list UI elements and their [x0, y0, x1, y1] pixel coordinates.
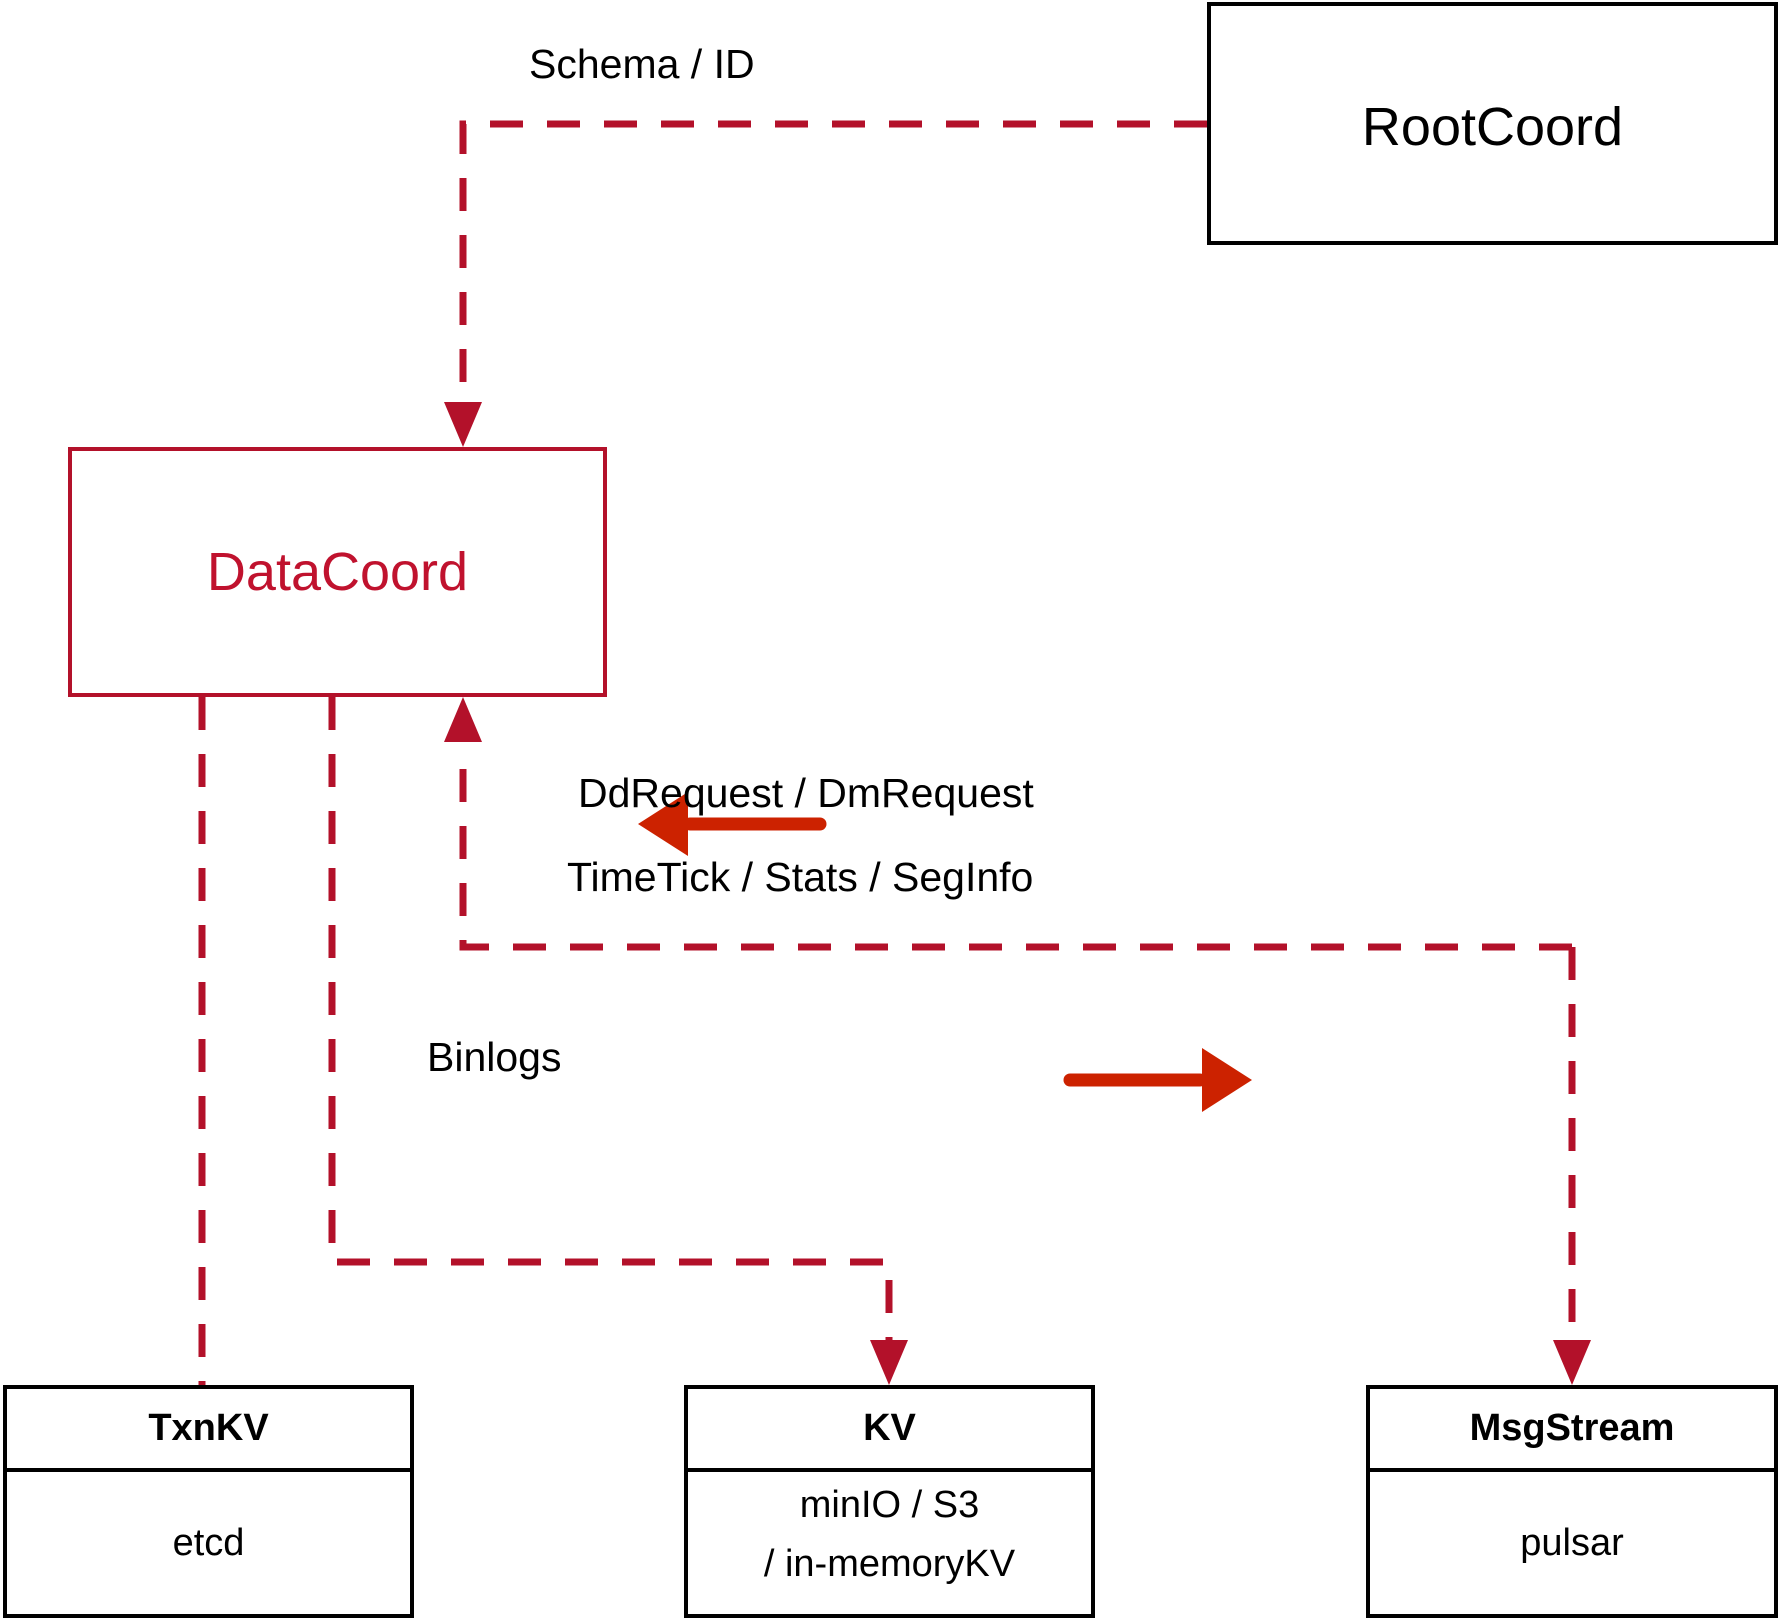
edge-label-timetick-stats-seginfo: TimeTick / Stats / SegInfo: [567, 854, 1034, 900]
node-kv-body-line2: / in-memoryKV: [763, 1542, 1016, 1585]
node-txnkv-body: etcd: [172, 1521, 245, 1564]
node-kv-body-line1: minIO / S3: [799, 1483, 980, 1526]
node-kv-header: KV: [863, 1407, 916, 1450]
edge-timetick-stats-seginfo: [1553, 947, 1591, 1385]
direction-arrow-left-icon: [638, 792, 827, 856]
node-datacoord[interactable]: DataCoord: [68, 447, 607, 697]
edge-ddrequest-dmrequest: [444, 697, 1572, 951]
node-rootcoord-label: RootCoord: [1361, 97, 1624, 158]
edge-binlogs: [328, 697, 908, 1385]
edge-label-schema-id: Schema / ID: [529, 41, 755, 87]
node-datacoord-label: DataCoord: [206, 541, 469, 602]
node-msgstream-divider: [1370, 1468, 1774, 1472]
node-kv-divider: [688, 1468, 1091, 1472]
edge-schema-id: [444, 120, 1207, 447]
node-txnkv-divider: [7, 1468, 410, 1472]
node-msgstream-header: MsgStream: [1469, 1407, 1675, 1450]
node-rootcoord[interactable]: RootCoord: [1207, 2, 1778, 245]
node-msgstream[interactable]: MsgStream pulsar: [1366, 1385, 1778, 1618]
edge-label-binlogs: Binlogs: [427, 1034, 562, 1080]
node-txnkv-header: TxnKV: [148, 1407, 269, 1450]
direction-arrow-right-icon: [1063, 1048, 1252, 1112]
node-msgstream-body: pulsar: [1520, 1521, 1624, 1564]
node-kv[interactable]: KV minIO / S3 / in-memoryKV: [684, 1385, 1095, 1618]
node-txnkv[interactable]: TxnKV etcd: [3, 1385, 414, 1618]
edge-label-ddrequest-dmrequest: DdRequest / DmRequest: [578, 770, 1034, 816]
